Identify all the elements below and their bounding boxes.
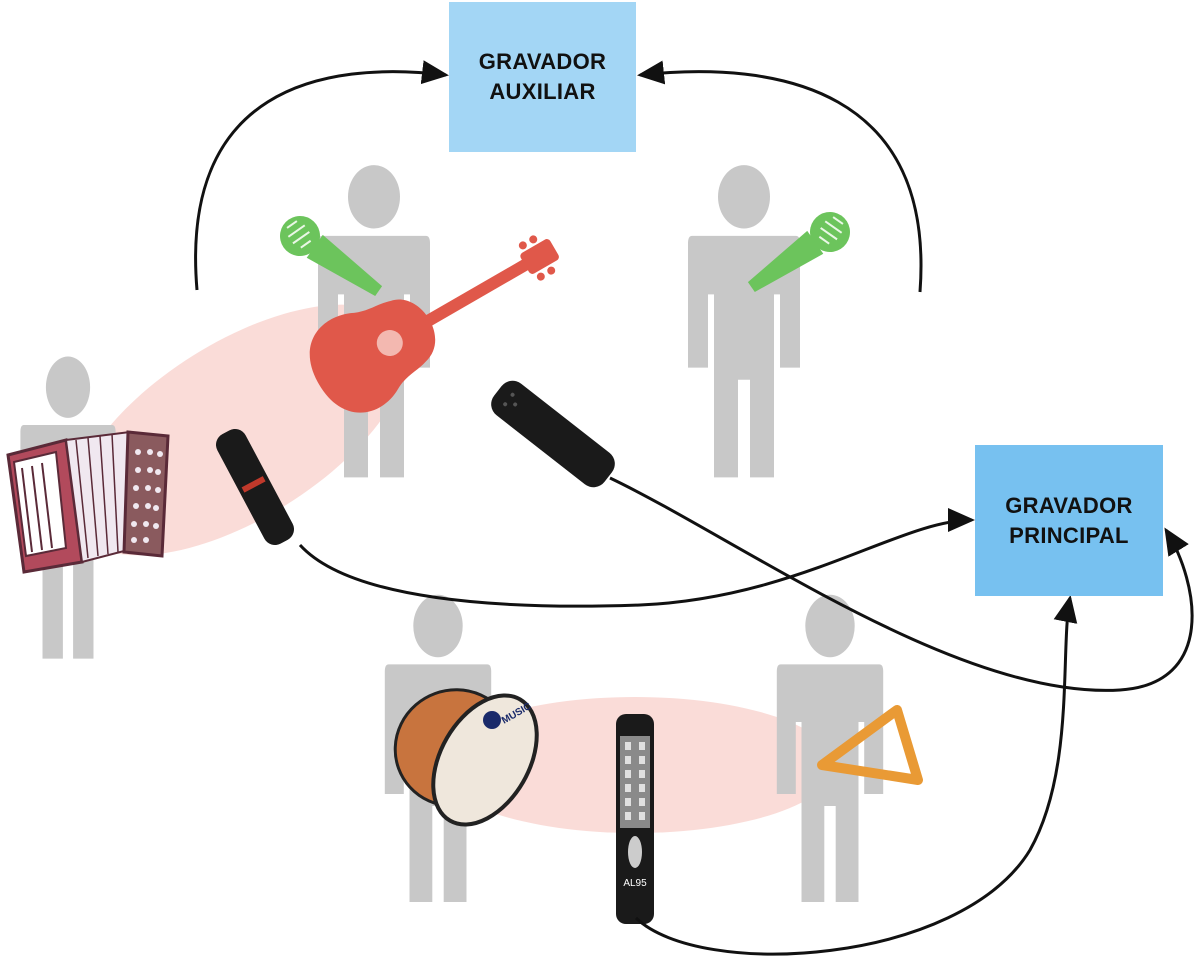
triangle-icon [817, 705, 923, 785]
person-icon-triangle-player [776, 594, 884, 902]
shotgun-mic-icon-center [491, 380, 615, 488]
guitar-icon [309, 235, 559, 413]
main-recorder-box: GRAVADOR PRINCIPAL [975, 445, 1163, 596]
cable-shotgun-left-to-main [298, 508, 975, 608]
ribbon-mic-icon: AL95 [616, 714, 654, 924]
mic-model-label: AL95 [623, 878, 647, 889]
auxiliary-recorder-line2: AUXILIAR [489, 79, 596, 104]
cable-left-mic-to-aux [194, 60, 449, 291]
auxiliary-recorder-line1: GRAVADOR [478, 49, 607, 74]
auxiliary-recorder-box: GRAVADOR AUXILIAR [449, 2, 636, 152]
shotgun-mic-icon-left [215, 428, 295, 546]
cable-right-mic-to-aux [637, 60, 923, 293]
accordion-icon [6, 430, 170, 574]
drum-icon: MUSIC [393, 688, 539, 827]
main-recorder-line2: PRINCIPAL [1009, 522, 1129, 548]
person-icon-singer [688, 165, 800, 478]
cable-shotgun-center-to-main [609, 476, 1194, 692]
cable-ribbon-to-main [634, 595, 1078, 956]
vocal-mic-icon-right [747, 212, 850, 292]
vocal-mic-icon-left [280, 216, 383, 296]
main-recorder-line1: GRAVADOR [1005, 492, 1133, 518]
